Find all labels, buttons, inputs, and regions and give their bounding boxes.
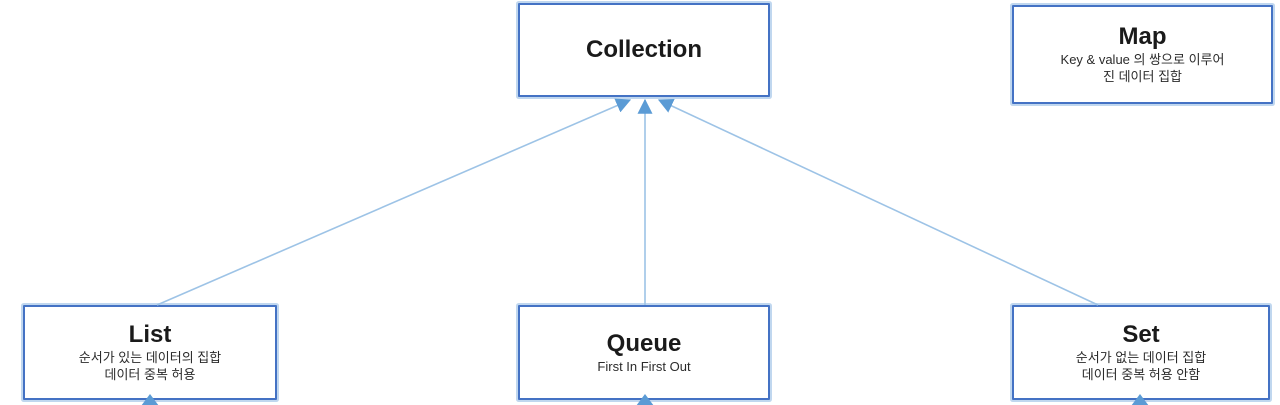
- node-set-desc-line1: 순서가 없는 데이터 집합: [1075, 349, 1207, 365]
- node-queue-title: Queue: [606, 329, 682, 357]
- node-map-desc-line1: Key & value 의 쌍으로 이루어: [1060, 51, 1225, 67]
- node-set-title: Set: [1122, 321, 1160, 349]
- node-queue-desc-line1: First In First Out: [597, 358, 691, 374]
- node-collection-title: Collection: [585, 36, 702, 64]
- node-list-title: List: [128, 321, 172, 349]
- node-list-desc-line2: 데이터 중복 허용: [104, 367, 196, 383]
- node-map-desc-line2: 진 데이터 집합: [1103, 69, 1182, 85]
- connector-list-to-collection: [156, 98, 632, 306]
- node-map[interactable]: Map Key & value 의 쌍으로 이루어 진 데이터 집합: [1012, 5, 1273, 104]
- node-queue[interactable]: Queue First In First Out: [518, 305, 770, 400]
- node-list-desc-line1: 순서가 있는 데이터의 집합: [78, 349, 222, 365]
- node-collection[interactable]: Collection: [518, 3, 770, 97]
- node-set-desc-line2: 데이터 중복 허용 안함: [1081, 367, 1201, 383]
- node-map-title: Map: [1118, 23, 1167, 51]
- connector-set-to-collection: [657, 99, 1099, 306]
- node-list[interactable]: List 순서가 있는 데이터의 집합 데이터 중복 허용: [23, 305, 277, 400]
- node-set[interactable]: Set 순서가 없는 데이터 집합 데이터 중복 허용 안함: [1012, 305, 1270, 400]
